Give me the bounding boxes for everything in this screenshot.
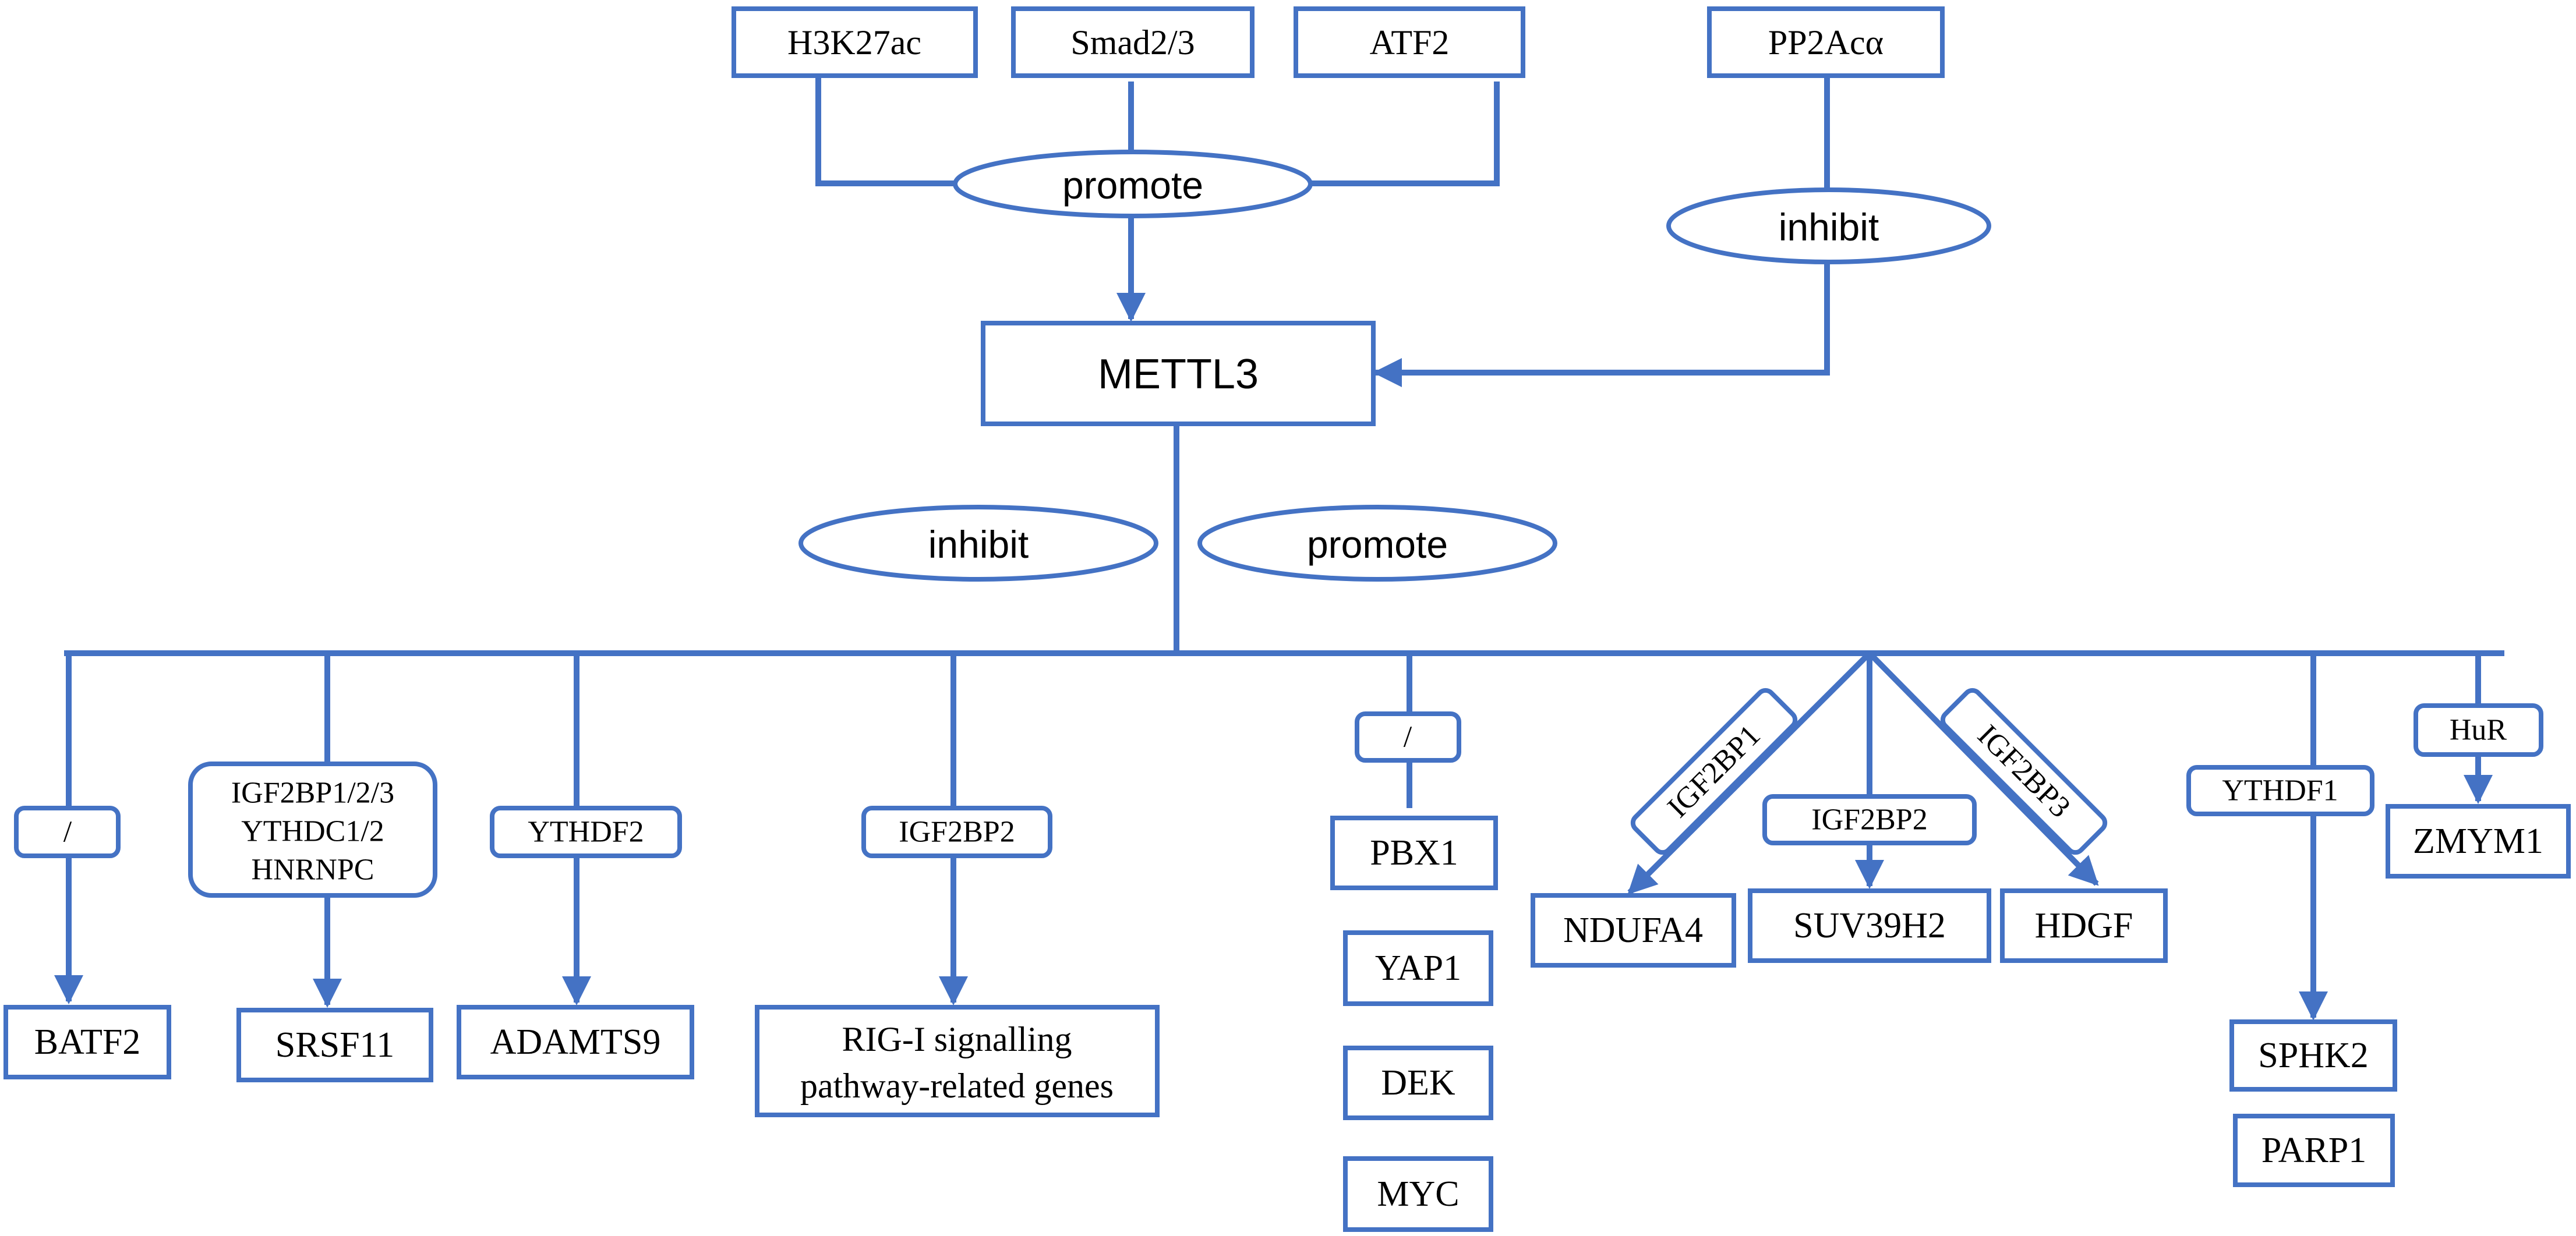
connectors [54,76,2504,1021]
node-h3k27ac: H3K27ac [732,6,978,78]
reader-hnrnpc-label: HNRNPC [252,853,374,887]
target-ndufa4-label: NDUFA4 [1563,911,1703,950]
target-srsf11-label: SRSF11 [275,1025,395,1065]
reader-ythdf1: YTHDF1 [2186,765,2374,816]
reader-slash-2: / [1355,711,1461,763]
target-adamts9-label: ADAMTS9 [490,1022,661,1062]
target-dek: DEK [1343,1046,1493,1120]
promote-center-label: promote [1307,523,1448,566]
target-zmym1-label: ZMYM1 [2413,821,2543,861]
target-suv39h2: SUV39H2 [1748,888,1991,963]
inhibit-upstream-ellipse: inhibit [1666,187,1991,264]
reader-igf2bp2-a: IGF2BP2 [861,806,1052,858]
inhibit-center-label: inhibit [928,523,1029,566]
target-yap1: YAP1 [1343,930,1493,1006]
target-myc-label: MYC [1377,1174,1459,1214]
target-dek-label: DEK [1381,1063,1455,1103]
target-hdgf-label: HDGF [2035,906,2133,945]
reader-igf2bp2-b-label: IGF2BP2 [1811,803,1927,837]
target-parp1: PARP1 [2233,1114,2395,1187]
target-sphk2-label: SPHK2 [2258,1036,2369,1075]
node-atf2-label: ATF2 [1370,23,1450,62]
reader-slash-1-label: / [63,816,72,849]
target-pbx1-label: PBX1 [1370,833,1458,873]
reader-slash-2-label: / [1404,721,1412,754]
target-hdgf: HDGF [2000,888,2168,963]
promote-center-ellipse: promote [1197,505,1557,582]
reader-igf2bp-group: IGF2BP1/2/3 YTHDC1/2 HNRNPC [188,762,437,898]
target-zmym1: ZMYM1 [2386,804,2571,879]
inhibit-center-ellipse: inhibit [798,505,1158,582]
node-mettl3-label: METTL3 [1098,351,1259,398]
node-pp2ac: PP2Acα [1707,6,1945,78]
target-pbx1: PBX1 [1330,816,1498,890]
reader-hur: HuR [2414,703,2543,757]
reader-igf2bp2-b: IGF2BP2 [1762,794,1977,845]
node-mettl3: METTL3 [981,321,1376,426]
target-batf2-label: BATF2 [34,1022,141,1062]
reader-igf2bp2-a-label: IGF2BP2 [899,816,1015,849]
reader-ythdf2: YTHDF2 [490,806,682,858]
target-batf2: BATF2 [3,1005,171,1079]
target-suv39h2-label: SUV39H2 [1793,906,1946,945]
target-myc: MYC [1343,1156,1493,1232]
reader-ythdf2-label: YTHDF2 [528,816,644,849]
target-adamts9: ADAMTS9 [457,1005,694,1079]
target-yap1-label: YAP1 [1375,948,1461,988]
target-srsf11: SRSF11 [236,1008,433,1082]
reader-slash-1: / [14,806,121,858]
node-smad23: Smad2/3 [1011,6,1255,78]
node-smad23-label: Smad2/3 [1070,23,1195,62]
target-parp1-label: PARP1 [2261,1131,2366,1170]
promote-upstream-label: promote [1062,164,1203,207]
target-rig-i-genes: RIG-I signalling pathway-related genes [755,1005,1160,1117]
node-h3k27ac-label: H3K27ac [787,23,921,62]
node-atf2: ATF2 [1294,6,1525,78]
inhibit-upstream-label: inhibit [1779,206,1879,249]
reader-ythdc12-label: YTHDC1/2 [241,815,384,848]
reader-hur-label: HuR [2450,714,2507,747]
target-rig-line1: RIG-I signalling [842,1020,1072,1058]
target-ndufa4: NDUFA4 [1531,893,1736,968]
target-rig-line2: pathway-related genes [800,1067,1114,1105]
promote-upstream-ellipse: promote [953,150,1313,218]
target-sphk2: SPHK2 [2229,1019,2397,1092]
reader-igf2bp123-label: IGF2BP1/2/3 [231,777,394,810]
reader-ythdf1-label: YTHDF1 [2222,774,2338,808]
node-pp2ac-label: PP2Acα [1768,23,1884,62]
